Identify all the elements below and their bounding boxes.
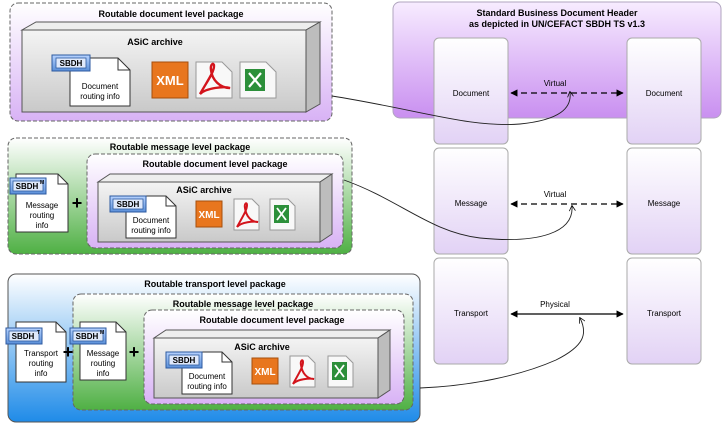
- link-message-virtual: Virtual: [510, 190, 624, 208]
- xml-icon-2-label: XML: [198, 210, 219, 221]
- layer-document-left-label: Document: [453, 89, 490, 98]
- sbdh-t-tag-3-label: SBDH: [12, 332, 35, 341]
- sbdh-m-tag-2-label: SBDH: [16, 182, 39, 191]
- package-transport-inner-title: Routable document level package: [199, 315, 344, 325]
- link-message-virtual-label: Virtual: [544, 190, 567, 199]
- package-message: Routable message level package Message r…: [7, 137, 353, 255]
- excel-icon-3: [327, 355, 354, 388]
- transport-routing-3-line2: routing: [29, 359, 53, 368]
- link-document-virtual: Virtual: [510, 79, 624, 97]
- sbdh-tag-3-label: SBDH: [173, 356, 196, 365]
- sbdh-tag-2-label: SBDH: [117, 200, 140, 209]
- plus-sign-2: +: [72, 193, 83, 213]
- package-document-title: Routable document level package: [98, 9, 243, 19]
- package-transport: Routable transport level package Transpo…: [5, 273, 421, 423]
- doc-routing-3-line1: Document: [189, 372, 226, 381]
- msg-routing-2-line1: Message: [26, 201, 59, 210]
- sbdh-m-tag-3-label: SBDH: [76, 332, 99, 341]
- asic-archive-1-label: ASiC archive: [127, 37, 183, 47]
- header-title: Standard Business Document Header: [476, 8, 638, 18]
- transport-routing-3-line1: Transport: [24, 349, 59, 358]
- msg-routing-2-line2: routing: [30, 211, 54, 220]
- asic-archive-3-label: ASiC archive: [234, 342, 290, 352]
- package-message-title: Routable message level package: [110, 142, 251, 152]
- sbdh-t-tag-3-sup: T: [37, 330, 40, 336]
- package-transport-title: Routable transport level package: [144, 279, 286, 289]
- package-document: Routable document level package ASiC arc…: [9, 2, 333, 122]
- sbdh-tag-1-label: SBDH: [60, 59, 83, 68]
- excel-icon-2: [269, 198, 296, 231]
- sbdh-t-tag-3: SBDH T: [5, 327, 43, 345]
- pdf-icon-1: [195, 61, 233, 99]
- sbdh-m-tag-3: SBDH M: [69, 327, 107, 345]
- sbdh-tag-1: SBDH: [51, 54, 91, 72]
- package-transport-mid-title: Routable message level package: [173, 299, 314, 309]
- doc-routing-1-line1: Document: [82, 82, 119, 91]
- plus-sign-3a: +: [63, 342, 74, 362]
- doc-routing-1-line2: routing info: [80, 92, 120, 101]
- msg-routing-3-line1: Message: [87, 349, 120, 358]
- sbdh-m-tag-3-sup: M: [100, 330, 104, 336]
- transport-routing-3-line3: info: [35, 369, 48, 378]
- layer-transport-left-label: Transport: [454, 309, 489, 318]
- package-message-inner-title: Routable document level package: [142, 159, 287, 169]
- connector-message: [343, 179, 572, 240]
- xml-icon-3: XML: [251, 357, 279, 385]
- layer-message-right: Message: [626, 147, 702, 255]
- doc-routing-3-line2: routing info: [187, 382, 227, 391]
- doc-routing-2-line2: routing info: [131, 226, 171, 235]
- layer-document-right: Document: [626, 37, 702, 145]
- msg-routing-3-line2: routing: [91, 359, 115, 368]
- sbdh-m-tag-2-sup: M: [40, 180, 44, 186]
- sbdh-tag-2: SBDH: [109, 195, 147, 213]
- connector-transport: [419, 318, 584, 389]
- xml-icon-3-label: XML: [254, 367, 275, 378]
- plus-sign-3b: +: [129, 342, 140, 362]
- layer-transport-right-label: Transport: [647, 309, 682, 318]
- sbdh-tag-3: SBDH: [165, 351, 203, 369]
- connector-document: [331, 92, 570, 125]
- link-transport-physical: Physical: [510, 300, 624, 318]
- sbdh-m-tag-2: SBDH M: [9, 177, 47, 195]
- layer-transport-left: Transport: [433, 257, 509, 365]
- layer-document-left: Document: [433, 37, 509, 145]
- layer-document-right-label: Document: [646, 89, 683, 98]
- layer-message-left-label: Message: [455, 199, 488, 208]
- msg-routing-3-line3: info: [97, 369, 110, 378]
- xml-icon-1: XML: [151, 61, 189, 99]
- pdf-icon-3: [289, 355, 316, 388]
- link-document-virtual-label: Virtual: [544, 79, 567, 88]
- header-subtitle: as depicted in UN/CEFACT SBDH TS v1.3: [469, 19, 645, 29]
- link-transport-physical-label: Physical: [540, 300, 570, 309]
- layer-transport-right: Transport: [626, 257, 702, 365]
- asic-archive-2-label: ASiC archive: [176, 185, 232, 195]
- pdf-icon-2: [233, 198, 260, 231]
- doc-routing-2-line1: Document: [133, 216, 170, 225]
- layer-message-left: Message: [433, 147, 509, 255]
- msg-routing-2-line3: info: [36, 221, 49, 230]
- excel-icon-1: [239, 61, 277, 99]
- xml-icon-1-label: XML: [156, 73, 184, 88]
- xml-icon-2: XML: [195, 200, 223, 228]
- layer-message-right-label: Message: [648, 199, 681, 208]
